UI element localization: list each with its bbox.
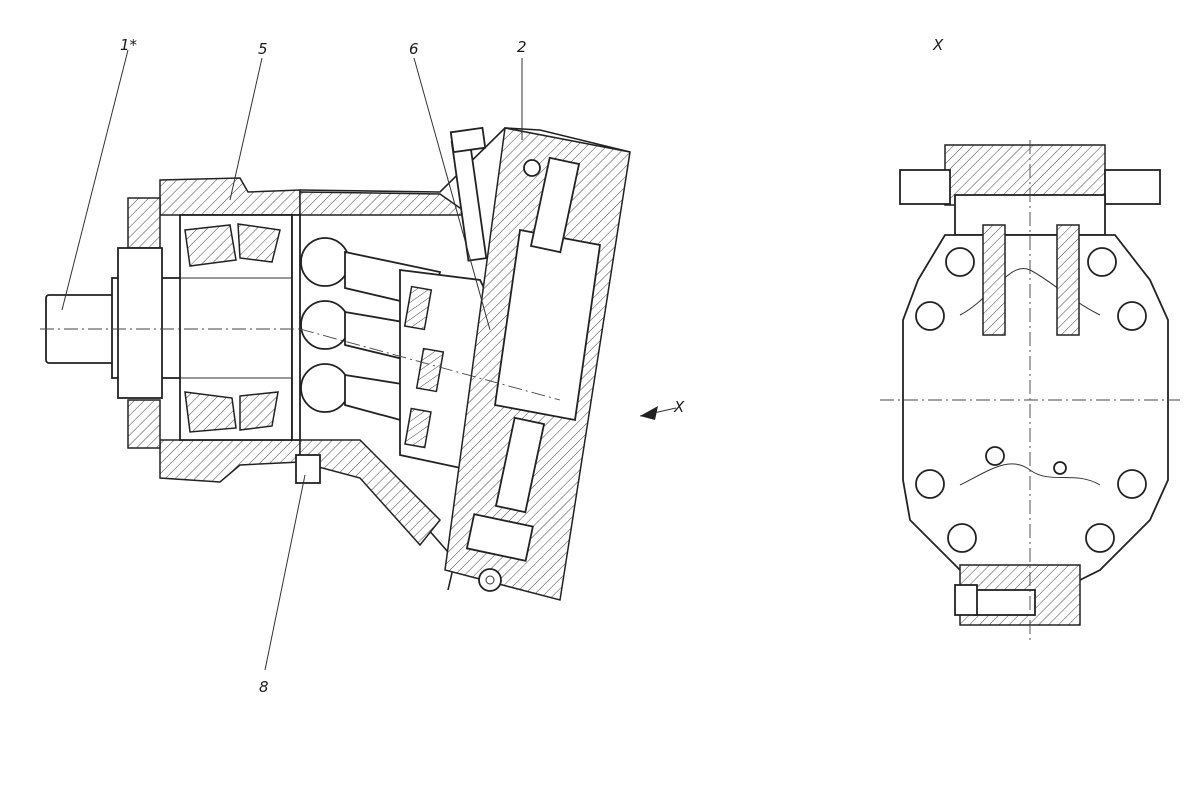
view-direction-marker: X [674, 398, 685, 416]
part-8-label: 8 [259, 678, 269, 696]
section-view [40, 49, 677, 671]
view-direction-arrow [639, 406, 677, 420]
leader-part-8 [264, 474, 306, 671]
bottom-valve [954, 564, 1081, 626]
part-2-label: 2 [517, 38, 527, 56]
port-head [295, 126, 631, 601]
flange-body [902, 224, 1169, 581]
leader-part-6 [413, 57, 491, 331]
view-x [880, 140, 1180, 640]
view-x-title: X [933, 36, 944, 54]
leader-part-1 [61, 49, 129, 311]
part-1-label: 1* [120, 36, 138, 54]
front-housing [117, 177, 301, 483]
part-6-label: 6 [409, 40, 419, 58]
part-5-label: 5 [258, 40, 268, 58]
bolt-holes [915, 247, 1147, 553]
leader-part-5 [229, 57, 263, 201]
inclined-center-line [299, 328, 561, 401]
